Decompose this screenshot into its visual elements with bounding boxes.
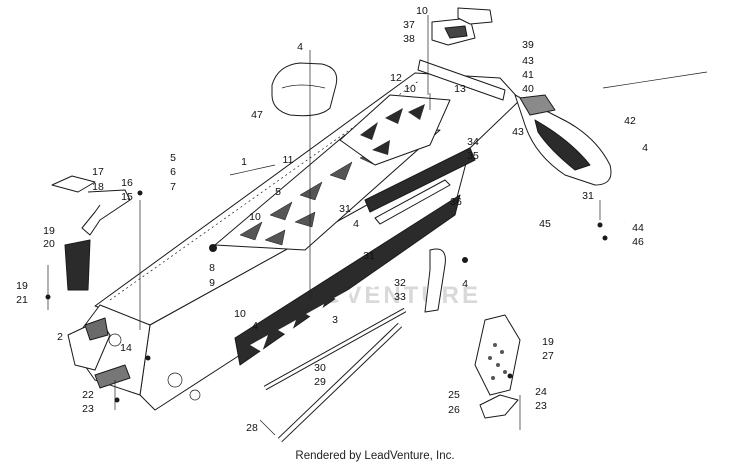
fasteners bbox=[45, 190, 608, 403]
snow-flap-strip bbox=[374, 179, 451, 225]
tunnel-assembly bbox=[69, 72, 521, 411]
rear-side-rail bbox=[364, 147, 476, 213]
part-17-cover bbox=[51, 175, 96, 193]
callout-13: 13 bbox=[454, 83, 466, 95]
rear-deck-cutouts bbox=[360, 104, 425, 155]
callout-39: 39 bbox=[522, 39, 534, 51]
callout-15: 15 bbox=[121, 191, 133, 203]
callout-35: 35 bbox=[467, 150, 479, 162]
callout-19: 19 bbox=[542, 336, 554, 348]
rear-trim-strip bbox=[417, 59, 506, 101]
seat bbox=[271, 62, 338, 117]
callout-41: 41 bbox=[522, 69, 534, 81]
callout-38: 38 bbox=[403, 33, 415, 45]
part-22-pad bbox=[94, 364, 131, 389]
rear-flap bbox=[514, 94, 612, 186]
side-bracket bbox=[424, 248, 446, 313]
callout-32: 32 bbox=[394, 277, 406, 289]
callout-4: 4 bbox=[642, 142, 648, 154]
callout-labels: 1 2 3 4 4 4 4 4 5 5 6 7 8 9 10 10 10 10 … bbox=[16, 5, 648, 434]
callout-11: 11 bbox=[283, 154, 294, 166]
callout-24: 24 bbox=[535, 386, 547, 398]
callout-25: 25 bbox=[448, 389, 460, 401]
callout-16: 16 bbox=[121, 177, 133, 189]
callout-33: 33 bbox=[394, 291, 406, 303]
callout-37: 37 bbox=[403, 19, 415, 31]
callout-18: 18 bbox=[92, 181, 104, 193]
callout-10: 10 bbox=[404, 83, 416, 95]
side-wall-hole bbox=[167, 372, 183, 388]
callout-47: 47 bbox=[251, 109, 263, 121]
callout-31: 31 bbox=[582, 190, 594, 202]
side-wall-hole bbox=[189, 389, 201, 401]
callout-36: 36 bbox=[450, 196, 462, 208]
callout-40: 40 bbox=[522, 83, 534, 95]
callout-30: 30 bbox=[314, 362, 326, 374]
callout-46: 46 bbox=[632, 236, 644, 248]
callout-23: 23 bbox=[82, 403, 94, 415]
callout-20: 20 bbox=[43, 238, 55, 250]
callout-31: 31 bbox=[339, 203, 351, 215]
callout-26: 26 bbox=[448, 404, 460, 416]
callout-34: 34 bbox=[467, 136, 479, 148]
part-18-bracket bbox=[81, 189, 131, 236]
callout-42: 42 bbox=[624, 115, 636, 127]
callout-19: 19 bbox=[43, 225, 55, 237]
callout-5: 5 bbox=[170, 152, 176, 164]
rear-bumper bbox=[557, 36, 737, 224]
callout-8: 8 bbox=[209, 262, 215, 274]
callout-27: 27 bbox=[542, 350, 554, 362]
callout-43: 43 bbox=[512, 126, 524, 138]
callout-17: 17 bbox=[92, 166, 104, 178]
callout-10: 10 bbox=[416, 5, 428, 17]
part-20-plate bbox=[64, 239, 91, 291]
rear-deck-plate bbox=[339, 94, 451, 166]
callout-45: 45 bbox=[539, 218, 551, 230]
leader-lines bbox=[47, 15, 601, 436]
callout-10: 10 bbox=[249, 211, 261, 223]
taillight-housing bbox=[431, 7, 493, 46]
callout-28: 28 bbox=[246, 422, 258, 434]
callout-4: 4 bbox=[462, 278, 468, 290]
callout-43: 43 bbox=[522, 55, 534, 67]
callout-12: 12 bbox=[390, 72, 402, 84]
lower-rails bbox=[263, 307, 407, 443]
callout-4: 4 bbox=[252, 320, 258, 332]
render-credit: Rendered by LeadVenture, Inc. bbox=[295, 450, 455, 462]
bumper-crossbar bbox=[602, 71, 708, 89]
callout-5: 5 bbox=[275, 186, 281, 198]
callout-2: 2 bbox=[57, 331, 63, 343]
footrest bbox=[474, 314, 521, 419]
callout-6: 6 bbox=[170, 166, 176, 178]
callout-31: 31 bbox=[363, 250, 375, 262]
tunnel-side-panel bbox=[234, 194, 461, 366]
callout-23: 23 bbox=[535, 400, 547, 412]
callout-4: 4 bbox=[297, 41, 303, 53]
callout-9: 9 bbox=[209, 277, 215, 289]
callout-7: 7 bbox=[170, 181, 176, 193]
callout-21: 21 bbox=[16, 294, 28, 306]
callout-44: 44 bbox=[632, 222, 644, 234]
front-bracket-dark bbox=[84, 317, 109, 341]
callout-4: 4 bbox=[353, 218, 359, 230]
callout-29: 29 bbox=[314, 376, 326, 388]
front-plate-hole bbox=[108, 333, 122, 347]
callout-3: 3 bbox=[332, 314, 338, 326]
callout-10: 10 bbox=[234, 308, 246, 320]
callout-14: 14 bbox=[120, 342, 132, 354]
callout-1: 1 bbox=[241, 156, 247, 168]
callout-19: 19 bbox=[16, 280, 28, 292]
callout-22: 22 bbox=[82, 389, 94, 401]
